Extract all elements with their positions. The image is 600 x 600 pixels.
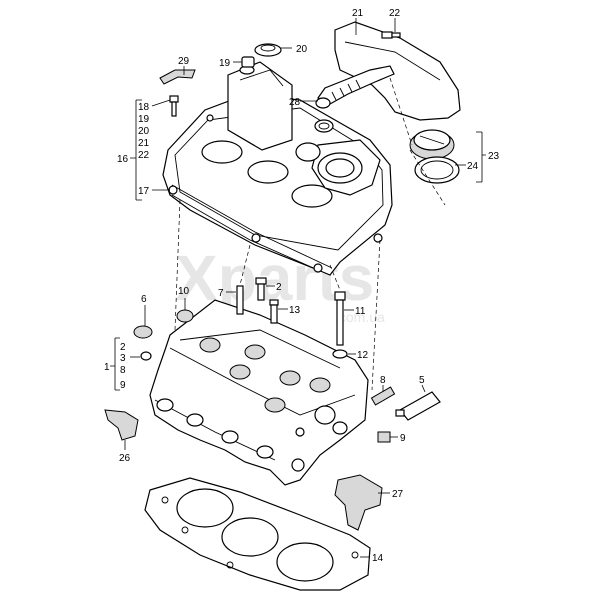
callout-8-list: 8 bbox=[120, 365, 126, 376]
stud-7[interactable] bbox=[236, 285, 244, 315]
engine-cover-panel[interactable] bbox=[334, 21, 461, 121]
sealant-tube-5[interactable] bbox=[395, 391, 441, 421]
plug-19[interactable] bbox=[241, 56, 255, 68]
seal-ring-10[interactable] bbox=[176, 309, 194, 323]
callout-24: 24 bbox=[467, 161, 479, 172]
callout-8: 8 bbox=[380, 375, 386, 386]
sealing-cap-6[interactable] bbox=[133, 325, 153, 339]
bracket-27[interactable] bbox=[334, 474, 383, 531]
callout-5: 5 bbox=[419, 375, 425, 386]
oil-seal-ring-28[interactable] bbox=[314, 119, 334, 133]
callout-13: 13 bbox=[289, 305, 301, 316]
cylinder-head-cover[interactable] bbox=[162, 61, 393, 276]
watermark-subtext: .com.ua bbox=[335, 309, 385, 325]
callout-6: 6 bbox=[141, 294, 147, 305]
callout-27: 27 bbox=[392, 489, 404, 500]
callout-10: 10 bbox=[178, 286, 190, 297]
bolt-2[interactable] bbox=[255, 277, 267, 301]
callout-2-list: 2 bbox=[120, 342, 126, 353]
seal-3[interactable] bbox=[140, 351, 152, 361]
callout-18: 18 bbox=[138, 102, 150, 113]
callout-17: 17 bbox=[138, 186, 150, 197]
callout-16: 16 bbox=[117, 154, 129, 165]
callout-21: 21 bbox=[352, 8, 364, 19]
callout-14: 14 bbox=[372, 553, 384, 564]
callout-20: 20 bbox=[296, 44, 308, 55]
oil-filler-cap[interactable] bbox=[409, 129, 455, 160]
callout-1: 1 bbox=[104, 362, 110, 373]
filler-cap-seal[interactable] bbox=[414, 156, 460, 184]
callout-3: 3 bbox=[120, 353, 126, 364]
callout-22-list: 22 bbox=[138, 150, 150, 161]
callout-11: 11 bbox=[355, 306, 366, 317]
plug-9[interactable] bbox=[377, 431, 391, 443]
callout-19-list: 19 bbox=[138, 114, 150, 125]
cylinder-head-gasket[interactable] bbox=[144, 477, 371, 591]
callout-19: 19 bbox=[219, 58, 231, 69]
seal-ring-20[interactable] bbox=[254, 43, 282, 57]
gasket-29[interactable] bbox=[159, 69, 196, 85]
bracket-26[interactable] bbox=[104, 409, 139, 441]
callout-28: 28 bbox=[289, 97, 301, 108]
callout-21-list: 21 bbox=[138, 138, 150, 149]
bolt-13[interactable] bbox=[269, 299, 279, 324]
callout-9-list: 9 bbox=[120, 380, 126, 391]
callout-20-list: 20 bbox=[138, 126, 150, 137]
stud-8[interactable] bbox=[370, 386, 396, 406]
breather-hose[interactable] bbox=[315, 65, 395, 109]
cylinder-head-bolt-11[interactable] bbox=[334, 291, 346, 346]
washer-12[interactable] bbox=[332, 349, 348, 359]
callout-22: 22 bbox=[389, 8, 401, 19]
callout-12: 12 bbox=[357, 350, 369, 361]
callout-2: 2 bbox=[276, 282, 282, 293]
callout-26: 26 bbox=[119, 453, 131, 464]
cylinder-head[interactable] bbox=[149, 299, 369, 486]
bolt-18[interactable] bbox=[169, 95, 179, 117]
callout-7: 7 bbox=[218, 288, 224, 299]
callout-9: 9 bbox=[400, 433, 406, 444]
bolt-22[interactable] bbox=[381, 31, 401, 39]
callout-29: 29 bbox=[178, 56, 190, 67]
callout-23: 23 bbox=[488, 151, 500, 162]
